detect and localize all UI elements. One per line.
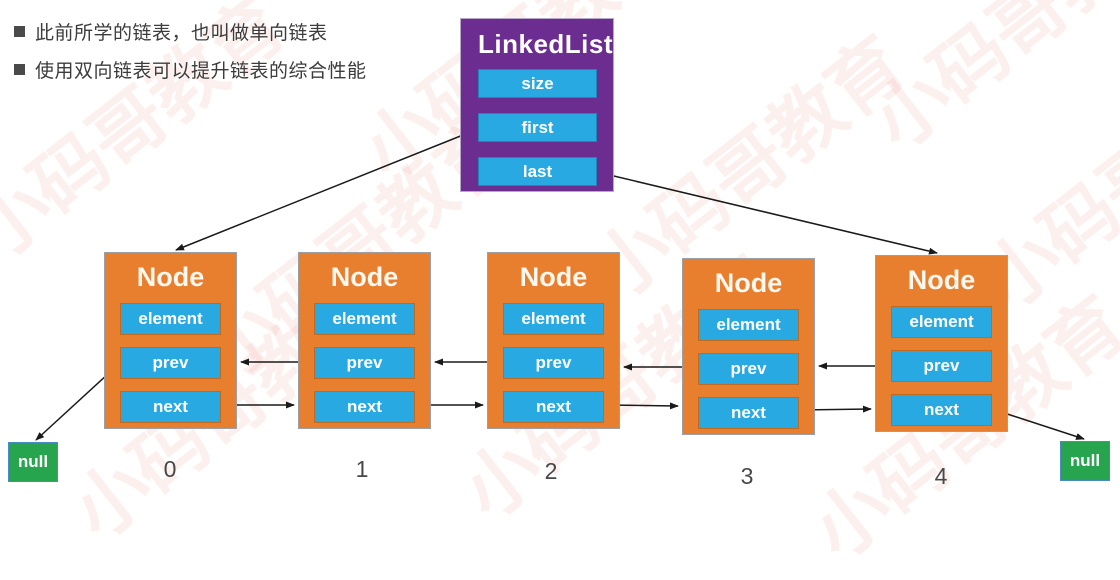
bullet-square-icon <box>14 26 25 37</box>
node-prev-field: prev <box>891 350 992 382</box>
linkedlist-first-field: first <box>478 113 597 142</box>
linkedlist-last-field: last <box>478 157 597 186</box>
node-title: Node <box>519 262 588 292</box>
arrow-first-to-node0 <box>175 128 479 251</box>
node-index-3: 3 <box>740 463 754 489</box>
bullet-text: 此前所学的链表，也叫做单向链表 <box>35 23 328 44</box>
node-prev-field: prev <box>120 347 221 379</box>
node-box-3: Node element prev next <box>682 258 815 435</box>
node-index-4: 4 <box>934 463 948 489</box>
bullet-square-icon <box>14 64 25 75</box>
null-box-right: null <box>1060 441 1110 481</box>
bullet-line-1: 此前所学的链表，也叫做单向链表 <box>14 18 328 45</box>
node-next-field: next <box>314 391 415 423</box>
bullet-line-2: 使用双向链表可以提升链表的综合性能 <box>14 56 367 83</box>
node-next-field: next <box>503 391 604 423</box>
node-box-4: Node element prev next <box>875 255 1008 432</box>
null-box-left: null <box>8 442 58 482</box>
node-element-field: element <box>503 303 604 335</box>
node-index-0: 0 <box>163 456 177 482</box>
arrow-last-to-node4 <box>596 171 938 255</box>
node-next-field: next <box>891 394 992 426</box>
linkedlist-size-field: size <box>478 69 597 98</box>
node-title: Node <box>907 265 976 295</box>
node-title: Node <box>330 262 399 292</box>
node-title: Node <box>714 268 783 298</box>
node-index-2: 2 <box>544 458 558 484</box>
linkedlist-title: LinkedList <box>478 29 614 59</box>
node-element-field: element <box>120 303 221 335</box>
node-prev-field: prev <box>503 347 604 379</box>
node-index-1: 1 <box>355 456 369 482</box>
node-box-2: Node element prev next <box>487 252 620 429</box>
node-box-1: Node element prev next <box>298 252 431 429</box>
bullet-text: 使用双向链表可以提升链表的综合性能 <box>35 61 367 82</box>
node-prev-field: prev <box>698 353 799 385</box>
node-element-field: element <box>698 309 799 341</box>
linkedlist-box: LinkedList size first last <box>460 18 614 192</box>
node-next-field: next <box>120 391 221 423</box>
node-prev-field: prev <box>314 347 415 379</box>
node-element-field: element <box>891 306 992 338</box>
node-next-field: next <box>698 397 799 429</box>
node-element-field: element <box>314 303 415 335</box>
node-box-0: Node element prev next <box>104 252 237 429</box>
node-title: Node <box>136 262 205 292</box>
